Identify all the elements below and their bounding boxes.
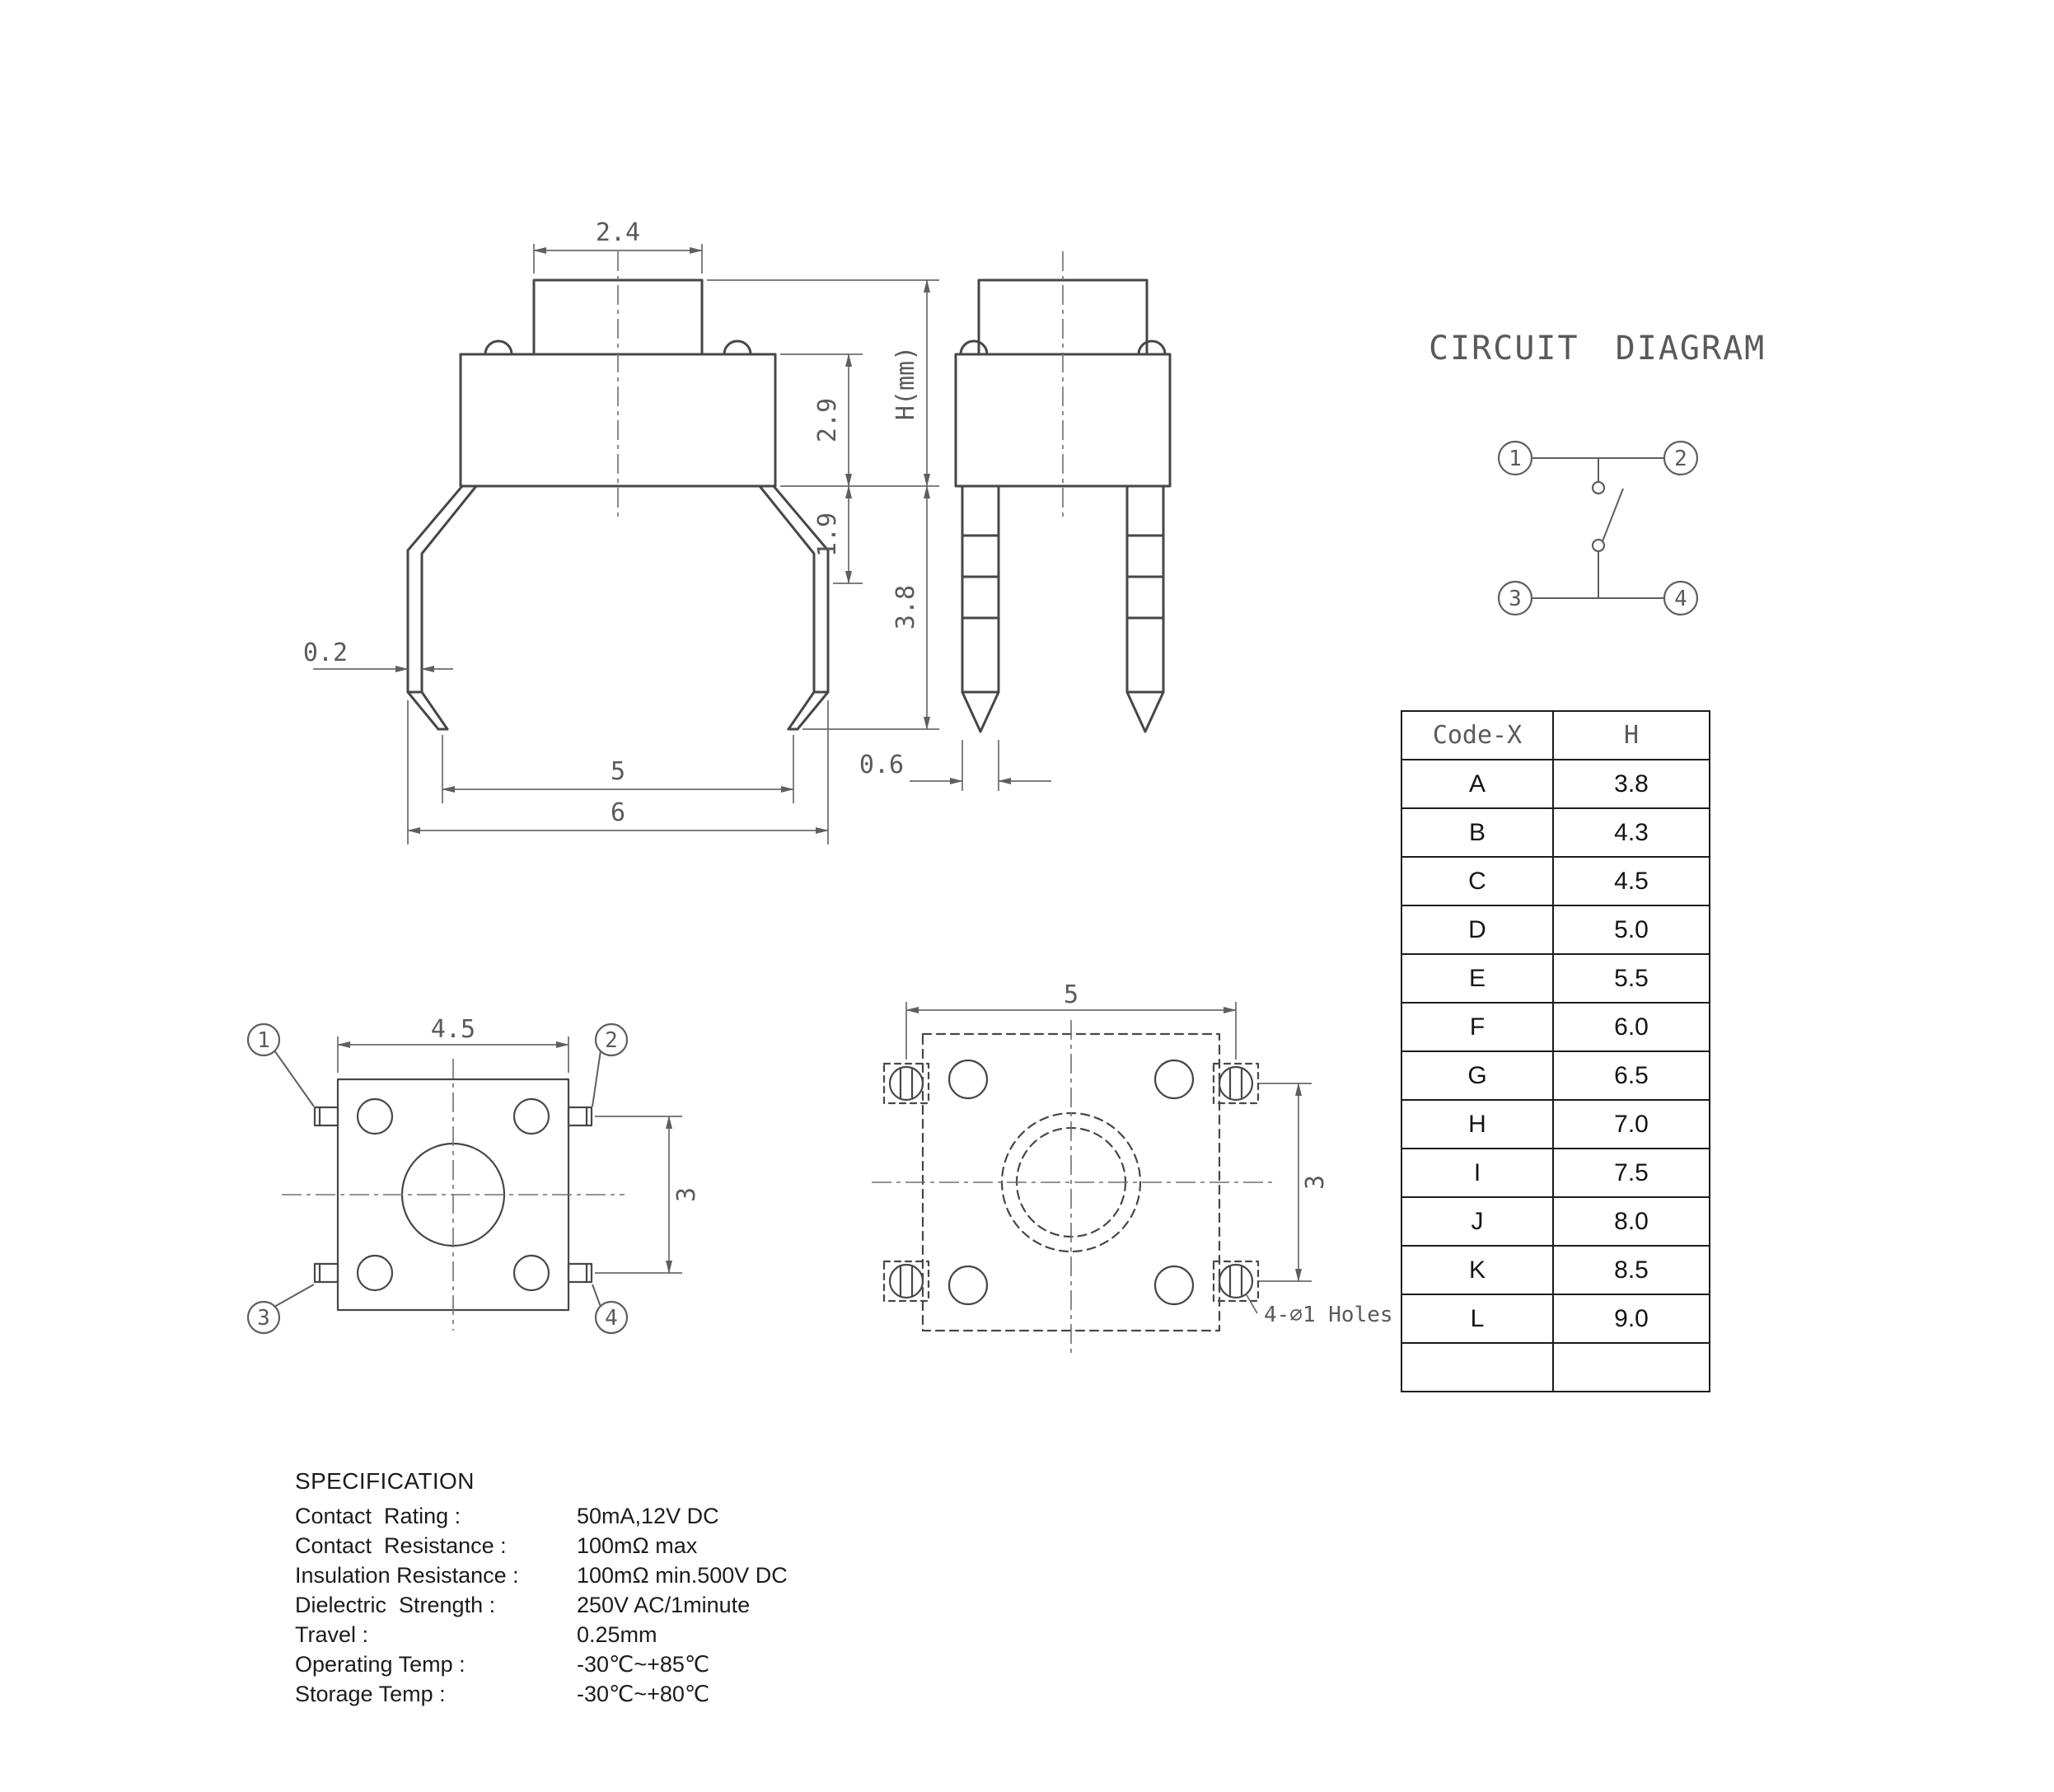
corner-rivet bbox=[356, 1097, 394, 1135]
terminal-3-label: 3 bbox=[257, 1306, 270, 1331]
spec-row-travel: Travel : 0.25mm bbox=[295, 1622, 657, 1647]
table-empty-row bbox=[1401, 1342, 1710, 1392]
col-header-h: H bbox=[1552, 710, 1710, 760]
pcb-centerlines bbox=[872, 1020, 1275, 1353]
table-header-row: Code-X H bbox=[1401, 710, 1710, 760]
spec-row-dielectric-strength: Dielectric Strength : 250V AC/1minute bbox=[295, 1593, 751, 1617]
circuit-diagram-title: CIRCUIT DIAGRAM bbox=[1429, 330, 1766, 367]
spec-row-operating-temp: Operating Temp : -30℃~+85℃ bbox=[295, 1652, 710, 1677]
terminal-outline bbox=[1212, 1062, 1260, 1105]
contact-dot-bottom bbox=[1591, 538, 1606, 553]
spec-row-contact-resistance: Contact Resistance : 100mΩ max bbox=[295, 1533, 698, 1558]
top-view-drawing: 1 2 3 4 4.5 3 bbox=[246, 1015, 701, 1335]
spec-row-storage-temp: Storage Temp : -30℃~+80℃ bbox=[295, 1682, 710, 1706]
terminal-2-label: 2 bbox=[605, 1028, 618, 1053]
corner-rivet bbox=[947, 1059, 989, 1100]
terminal-pad bbox=[567, 1262, 593, 1284]
dim-terminal-pitch: 3 bbox=[672, 1187, 701, 1202]
specification-block: SPECIFICATION Contact Rating : 50mA,12V … bbox=[295, 1468, 788, 1709]
corner-rivet bbox=[1153, 1059, 1195, 1100]
terminal-outline bbox=[882, 1062, 930, 1105]
mounting-hole bbox=[888, 1065, 924, 1102]
dim-upper-height: 2.9 bbox=[813, 398, 842, 442]
dim-lead-spacing: 5 bbox=[611, 757, 625, 786]
front-dimensions: 2.4 2.9 H(mm) 1.9 3.8 0.2 5 6 bbox=[303, 218, 939, 845]
terminal-2-label: 2 bbox=[1674, 447, 1687, 471]
terminal-1-marker bbox=[246, 1022, 281, 1057]
dim-lower-height: 1.9 bbox=[813, 512, 842, 557]
pcb-dimensions: 5 3 4-∅1 Holes bbox=[905, 980, 1393, 1327]
side-view-drawing: 0.6 bbox=[859, 251, 1172, 791]
dim-total-height: 3.8 bbox=[891, 585, 920, 629]
mounting-hole bbox=[1218, 1263, 1254, 1299]
terminal-1-label: 1 bbox=[1509, 447, 1522, 471]
terminal-outline bbox=[882, 1260, 930, 1303]
circuit-diagram: CIRCUIT DIAGRAM 1 2 3 4 bbox=[1429, 330, 1766, 616]
spec-row-contact-rating: Contact Rating : 50mA,12V DC bbox=[295, 1504, 719, 1528]
terminal-2-marker bbox=[594, 1022, 629, 1057]
dim-body-width: 4.5 bbox=[431, 1015, 475, 1044]
front-view-drawing: 2.4 2.9 H(mm) 1.9 3.8 0.2 5 6 bbox=[303, 218, 939, 845]
terminal-3-marker bbox=[246, 1300, 281, 1335]
dim-lead-span: 6 bbox=[611, 798, 625, 827]
terminal-pad bbox=[313, 1106, 339, 1127]
terminal-4-label: 4 bbox=[1674, 587, 1687, 611]
dim-hole-spacing-y: 3 bbox=[1301, 1175, 1330, 1190]
terminal-pad bbox=[313, 1262, 339, 1284]
contact-dot-top bbox=[1591, 480, 1606, 495]
terminal-4-label: 4 bbox=[605, 1306, 618, 1331]
dim-lead-width: 0.6 bbox=[859, 751, 904, 779]
spec-row-insulation-resistance: Insulation Resistance : 100mΩ min.500V D… bbox=[295, 1563, 788, 1588]
dim-hole-spacing-x: 5 bbox=[1064, 980, 1078, 1009]
mounting-hole bbox=[1218, 1065, 1254, 1102]
mounting-hole bbox=[888, 1263, 924, 1299]
terminal-3-label: 3 bbox=[1509, 587, 1522, 611]
top-view-centerlines bbox=[282, 1059, 625, 1331]
terminal-pad bbox=[567, 1106, 593, 1127]
terminal-callouts bbox=[246, 1022, 629, 1335]
dim-lead-thickness: 0.2 bbox=[303, 639, 348, 667]
pcb-layout-drawing: 5 3 4-∅1 Holes bbox=[872, 980, 1393, 1353]
holes-label: 4-∅1 Holes bbox=[1264, 1303, 1393, 1327]
dim-h-label: H(mm) bbox=[891, 346, 920, 420]
corner-rivet bbox=[512, 1097, 550, 1135]
terminal-1-label: 1 bbox=[257, 1028, 270, 1053]
top-view-dimensions: 1 2 3 4 4.5 3 bbox=[257, 1015, 701, 1331]
terminal-outline bbox=[1212, 1260, 1260, 1303]
side-dimensions: 0.6 bbox=[859, 740, 1051, 791]
col-header-code: Code-X bbox=[1401, 710, 1554, 760]
specification-title: SPECIFICATION bbox=[295, 1468, 475, 1494]
corner-rivet bbox=[1153, 1265, 1195, 1306]
corner-rivet bbox=[512, 1254, 550, 1292]
dim-stem-width: 2.4 bbox=[596, 218, 640, 247]
corner-rivet bbox=[356, 1254, 394, 1292]
corner-rivet bbox=[947, 1265, 989, 1306]
switch-lever bbox=[1602, 488, 1624, 542]
terminal-4-marker bbox=[594, 1300, 629, 1335]
circuit-schematic bbox=[1497, 440, 1699, 616]
